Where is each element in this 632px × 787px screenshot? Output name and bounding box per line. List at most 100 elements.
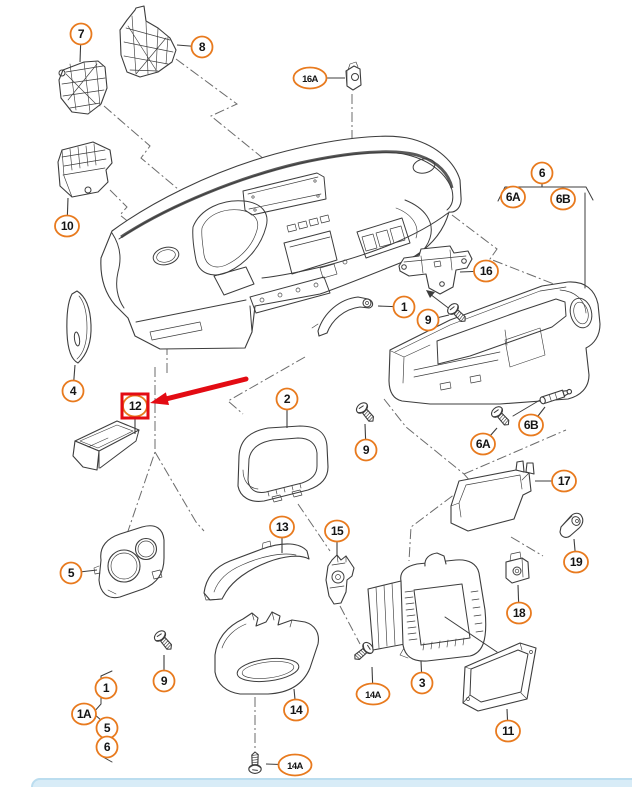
- part-15-drawing: [325, 554, 355, 605]
- footer-bar: [32, 779, 632, 787]
- callout-6[interactable]: 6: [530, 161, 554, 185]
- callout-circle: [518, 413, 544, 437]
- callout-label: 2: [284, 392, 291, 406]
- screw-14a-middle: [350, 639, 376, 665]
- callout-circle: [495, 719, 521, 743]
- footer-bar-border: [31, 778, 632, 787]
- callout-14A[interactable]: 14A: [355, 682, 391, 706]
- callout-circle: [275, 387, 299, 411]
- callout-circle: [354, 438, 378, 462]
- callout-label: 9: [425, 313, 432, 327]
- callout-1A[interactable]: 1A: [71, 702, 97, 726]
- part-10-drawing: [57, 141, 113, 198]
- callout-circle: [563, 550, 589, 574]
- callout-label: 5: [68, 566, 75, 580]
- callout-18[interactable]: 18: [506, 601, 532, 625]
- callout-label: 8: [199, 40, 206, 54]
- callout-label: 4: [70, 384, 77, 398]
- callout-8[interactable]: 8: [190, 35, 214, 59]
- callout-label: 6: [539, 166, 546, 180]
- callout-9[interactable]: 9: [152, 669, 176, 693]
- callout-13[interactable]: 13: [269, 515, 295, 539]
- callout-2[interactable]: 2: [275, 387, 299, 411]
- part-right-panel-drawing: [388, 281, 601, 405]
- part-18-drawing: [505, 551, 530, 584]
- callout-circle: [292, 66, 328, 90]
- part-13-drawing: [203, 540, 310, 601]
- callout-6A[interactable]: 6A: [470, 432, 496, 456]
- callout-label: 19: [570, 555, 583, 569]
- callout-circle: [190, 35, 214, 59]
- callout-12[interactable]: 12: [122, 394, 148, 418]
- callout-label: 14A: [287, 761, 303, 772]
- callout-6A[interactable]: 6A: [500, 185, 526, 209]
- part-11-drawing: [462, 642, 537, 712]
- callout-circle: [152, 669, 176, 693]
- callout-16[interactable]: 16: [473, 259, 499, 283]
- callout-3[interactable]: 3: [410, 671, 434, 695]
- callout-label: 14: [290, 703, 303, 717]
- callout-17[interactable]: 17: [551, 469, 577, 493]
- callout-5[interactable]: 5: [95, 716, 119, 740]
- callout-label: 6B: [524, 418, 539, 432]
- callout-label: 9: [363, 443, 370, 457]
- part-17-drawing: [450, 460, 535, 532]
- callout-circle: [71, 702, 97, 726]
- callout-label: 13: [276, 520, 289, 534]
- callout-11[interactable]: 11: [495, 719, 521, 743]
- callout-1[interactable]: 1: [392, 295, 416, 319]
- callout-label: 1: [401, 300, 408, 314]
- callout-circle: [470, 432, 496, 456]
- callout-circle: [54, 214, 80, 238]
- callout-circle: [95, 735, 119, 759]
- callout-9[interactable]: 9: [416, 308, 440, 332]
- part-5-drawing: [93, 525, 165, 599]
- callout-label: 5: [104, 721, 111, 735]
- callout-16A[interactable]: 16A: [292, 66, 328, 90]
- callout-5[interactable]: 5: [59, 561, 83, 585]
- callout-circle: [59, 561, 83, 585]
- callout-4[interactable]: 4: [61, 379, 85, 403]
- callout-circle: [550, 187, 576, 211]
- callout-label: 14A: [365, 690, 381, 701]
- callout-circle: [473, 259, 499, 283]
- highlight-box: [120, 392, 150, 420]
- callout-circle: [551, 469, 577, 493]
- callout-label: 3: [419, 676, 426, 690]
- callout-label: 16: [480, 264, 493, 278]
- part-16-drawing: [398, 245, 473, 311]
- screw-9-middle: [353, 400, 379, 426]
- callout-6B[interactable]: 6B: [518, 413, 544, 437]
- callout-label: 6B: [556, 192, 571, 206]
- callout-circle: [283, 698, 309, 722]
- callout-6[interactable]: 6: [95, 735, 119, 759]
- fastener-link-line: [512, 399, 541, 417]
- part-1-drawing: [311, 296, 374, 337]
- callout-label: 16A: [302, 74, 318, 85]
- callout-7[interactable]: 7: [69, 22, 93, 46]
- part-8-drawing: [119, 5, 177, 78]
- callout-circle: [500, 185, 526, 209]
- callout-label: 1A: [77, 707, 92, 721]
- callout-9[interactable]: 9: [354, 438, 378, 462]
- callout-label: 1: [103, 681, 110, 695]
- callout-label: 10: [61, 219, 74, 233]
- part-16a-drawing: [345, 61, 362, 91]
- part-3-drawing: [367, 552, 487, 662]
- callout-label: 11: [502, 724, 515, 738]
- callout-19[interactable]: 19: [563, 550, 589, 574]
- callout-circle: [61, 379, 85, 403]
- callout-15[interactable]: 15: [324, 519, 350, 543]
- callout-10[interactable]: 10: [54, 214, 80, 238]
- callout-6B[interactable]: 6B: [550, 187, 576, 211]
- callout-1[interactable]: 1: [94, 676, 118, 700]
- callout-circle: [530, 161, 554, 185]
- highlight-arrow-head: [150, 392, 170, 405]
- callout-label: 18: [513, 606, 526, 620]
- callout-14[interactable]: 14: [283, 698, 309, 722]
- callout-14A[interactable]: 14A: [277, 753, 313, 777]
- callout-label: 7: [78, 27, 85, 41]
